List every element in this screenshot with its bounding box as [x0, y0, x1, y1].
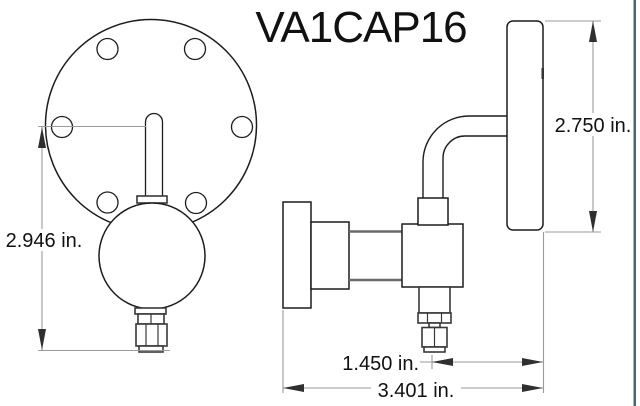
arrowhead-right: [522, 384, 543, 392]
fitting-neck: [418, 286, 451, 314]
right-edge-strip: [633, 0, 636, 406]
elbow-tube-inner: [442, 135, 508, 200]
dimension-center-to-plate: 1.450 in.: [342, 353, 543, 375]
label-backing: [2, 229, 86, 251]
valve-body: [401, 223, 464, 288]
bolt-hole: [183, 37, 207, 61]
dimension-label-overall-length: 3.401 in.: [378, 380, 455, 402]
hex-nut: [135, 323, 168, 347]
fitting-cap: [138, 345, 164, 353]
bolt-hole: [230, 115, 254, 139]
dimension-label-center-to-plate: 1.450 in.: [342, 353, 419, 375]
label-backing: [549, 113, 637, 136]
bolt-hole: [96, 191, 119, 214]
part-number-title: VA1CAP16: [255, 3, 466, 52]
dimension-label-plate-height: 2.750 in.: [555, 115, 632, 137]
sphere-body: [98, 202, 206, 310]
arrowhead-left: [283, 384, 304, 392]
side-hub: [310, 221, 350, 290]
slot-collar: [136, 195, 168, 204]
arrowhead-up: [38, 127, 46, 148]
dimension-label-front-height: 2.946 in.: [6, 230, 83, 252]
side-bottom-fitting: [417, 286, 452, 353]
center-slot: [144, 112, 164, 198]
dimension-overall-length: 3.401 in.: [282, 232, 545, 402]
bolt-hole: [96, 37, 119, 61]
plate-edge-mark: [541, 68, 544, 79]
elbow-tube-outer: [422, 115, 508, 200]
arrowhead-down: [589, 211, 597, 232]
side-view: [282, 20, 544, 353]
fitting-cap: [423, 346, 446, 353]
arrowhead-left: [432, 358, 453, 366]
fitting-flange: [134, 307, 167, 315]
bolt-hole: [184, 191, 208, 215]
arrowhead-down: [38, 329, 46, 350]
dimension-front-height: 2.946 in.: [2, 125, 170, 352]
hex-collar: [417, 312, 452, 324]
dimension-plate-height: 2.750 in.: [545, 20, 637, 233]
front-bottom-fitting: [134, 307, 168, 353]
arrowhead-right: [522, 358, 543, 366]
mounting-plate: [506, 20, 544, 231]
front-view: [44, 18, 258, 353]
side-flange: [282, 201, 312, 309]
arrowhead-up: [589, 21, 597, 42]
tube-block: [417, 197, 449, 226]
label-backing: [371, 375, 461, 400]
